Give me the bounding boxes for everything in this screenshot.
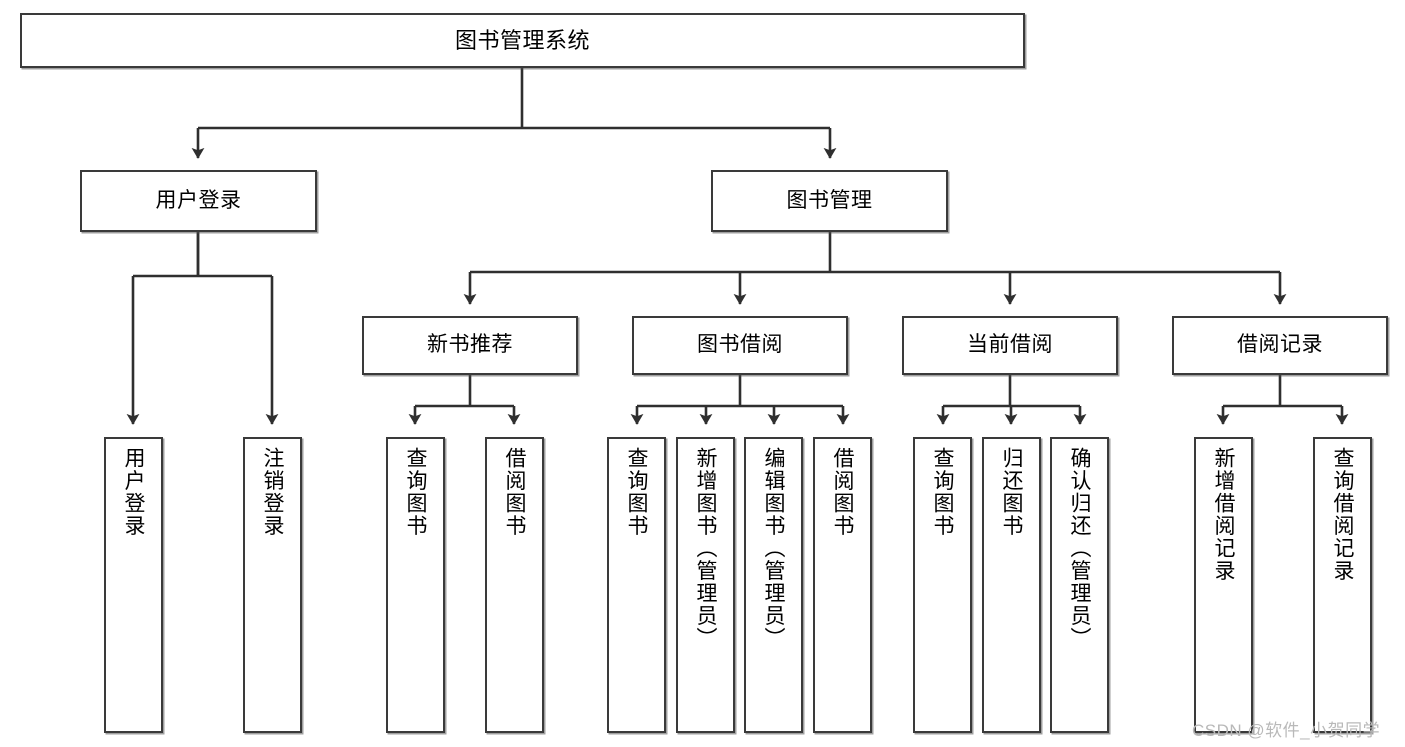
- csdn-watermark: CSDN @软件_小贺同学: [1192, 721, 1381, 740]
- leaf-user-login[interactable]: 用户登录: [104, 437, 163, 733]
- node-new-book-recommend[interactable]: 新书推荐: [362, 316, 578, 375]
- leaf-confirm-return[interactable]: 确认归还（管理员）: [1050, 437, 1109, 733]
- node-label: 查询图书: [931, 447, 954, 537]
- node-root-system[interactable]: 图书管理系统: [20, 13, 1025, 68]
- leaf-edit-book[interactable]: 编辑图书（管理员）: [744, 437, 803, 733]
- leaf-return-book[interactable]: 归还图书: [982, 437, 1041, 733]
- node-label: 编辑图书（管理员）: [762, 447, 785, 650]
- node-label: 图书管理系统: [454, 27, 590, 53]
- node-label: 用户登录: [122, 447, 145, 537]
- node-label: 确认归还（管理员）: [1068, 447, 1091, 650]
- node-book-borrow[interactable]: 图书借阅: [632, 316, 848, 375]
- node-label: 注销登录: [261, 447, 284, 537]
- leaf-add-book[interactable]: 新增图书（管理员）: [676, 437, 735, 733]
- leaf-borrow-book-1[interactable]: 借阅图书: [485, 437, 544, 733]
- leaf-query-book-3[interactable]: 查询图书: [913, 437, 972, 733]
- node-label: 新增图书（管理员）: [694, 447, 717, 650]
- node-book-management[interactable]: 图书管理: [711, 170, 948, 232]
- node-label: 借阅图书: [503, 447, 526, 537]
- leaf-add-record[interactable]: 新增借阅记录: [1194, 437, 1253, 733]
- leaf-logout-login[interactable]: 注销登录: [243, 437, 302, 733]
- node-label: 当前借阅: [967, 333, 1053, 357]
- node-label: 新增借阅记录: [1212, 447, 1235, 582]
- node-label: 查询图书: [404, 447, 427, 537]
- node-user-login[interactable]: 用户登录: [80, 170, 317, 232]
- node-label: 查询图书: [625, 447, 648, 537]
- node-current-borrow[interactable]: 当前借阅: [902, 316, 1118, 375]
- leaf-query-book-1[interactable]: 查询图书: [386, 437, 445, 733]
- node-label: 借阅图书: [831, 447, 854, 537]
- node-label: 新书推荐: [427, 333, 513, 357]
- node-label: 查询借阅记录: [1331, 447, 1354, 582]
- leaf-query-record[interactable]: 查询借阅记录: [1313, 437, 1372, 733]
- node-label: 图书借阅: [697, 333, 783, 357]
- leaf-borrow-book-2[interactable]: 借阅图书: [813, 437, 872, 733]
- leaf-query-book-2[interactable]: 查询图书: [607, 437, 666, 733]
- node-label: 图书管理: [786, 188, 873, 212]
- node-label: 归还图书: [1000, 447, 1023, 537]
- node-label: 用户登录: [155, 188, 242, 212]
- node-label: 借阅记录: [1237, 333, 1323, 357]
- node-borrow-record[interactable]: 借阅记录: [1172, 316, 1388, 375]
